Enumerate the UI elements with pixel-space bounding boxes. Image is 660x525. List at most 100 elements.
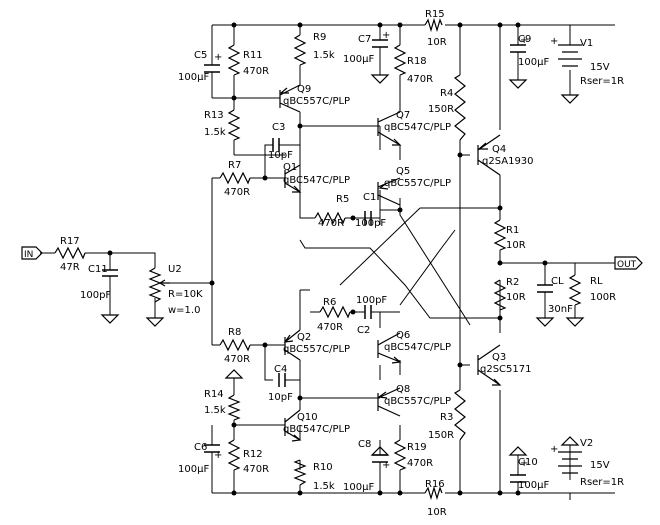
resistor-r17: [54, 246, 86, 260]
label-r12-ref: R12: [243, 449, 263, 460]
label-cl-value: 30nF: [548, 304, 573, 315]
ground-r14: [224, 369, 244, 379]
capacitor-c1: [364, 211, 372, 225]
transistor-q1: [284, 164, 302, 193]
transistor-q4: [477, 134, 501, 176]
ground-c8: [370, 446, 390, 456]
source-v1: [558, 44, 582, 67]
label-c10-ref: C10: [518, 457, 538, 468]
component-labels: R17 47R C11 100pF U2 R=10K w=1.0 R7 470R…: [60, 9, 624, 518]
capacitors: [102, 39, 553, 490]
label-r6-value: 470R: [317, 322, 343, 333]
transistor-q8: [377, 387, 401, 417]
transistor-q7: [377, 111, 402, 146]
label-r18-value: 470R: [407, 74, 433, 85]
ground-c9: [508, 79, 528, 89]
label-c11-value: 100pF: [80, 290, 111, 301]
capacitor-c7: [372, 39, 388, 48]
label-q6-ref: Q6: [396, 330, 410, 341]
input-port[interactable]: IN: [21, 246, 43, 260]
label-r4-value: 150R: [428, 104, 454, 115]
ground-v2: [560, 436, 580, 446]
transistors: [279, 84, 502, 442]
svg-text:OUT: OUT: [617, 260, 637, 270]
label-r3-ref: R3: [440, 412, 453, 423]
resistor-r8: [219, 338, 251, 352]
label-r10-value: 1.5k: [313, 481, 335, 492]
label-c1-ref: C1: [363, 192, 376, 203]
label-r10-ref: R10: [313, 462, 333, 473]
transistor-q10: [284, 409, 302, 442]
resistor-r19: [393, 439, 407, 471]
voltage-sources: [558, 44, 582, 474]
label-c2-ref: C2: [357, 325, 370, 336]
label-r9-value: 1.5k: [313, 50, 335, 61]
label-q4-value: q2SA1930: [482, 156, 534, 167]
resistor-r2: [493, 279, 507, 311]
label-r3-value: 150R: [428, 430, 454, 441]
label-r16-ref: R16: [425, 479, 445, 490]
resistor-r5: [314, 211, 346, 225]
label-q9-value: qBC557C/PLP: [283, 96, 350, 107]
label-q10-ref: Q10: [297, 412, 318, 423]
label-rl-value: 100R: [590, 292, 616, 303]
capacitor-c2: [364, 305, 372, 319]
source-v2: [558, 451, 582, 474]
label-q1-value: qBC547C/PLP: [283, 175, 350, 186]
label-r19-value: 470R: [407, 458, 433, 469]
label-r14-ref: R14: [204, 389, 224, 400]
label-c5-value: 100µF: [178, 72, 209, 83]
label-q9-ref: Q9: [297, 84, 311, 95]
label-q2-value: qBC557C/PLP: [283, 344, 350, 355]
resistor-r12: [227, 439, 241, 471]
label-c8-ref: C8: [358, 439, 371, 450]
label-c3-value: 10pF: [268, 150, 293, 161]
junctions: [107, 22, 548, 496]
label-r16-value: 10R: [427, 507, 447, 518]
resistor-r18: [393, 44, 407, 76]
label-q7-value: qBC547C/PLP: [384, 122, 451, 133]
label-q2-ref: Q2: [297, 332, 311, 343]
label-q6-value: qBC547C/PLP: [384, 342, 451, 353]
label-r4-ref: R4: [440, 88, 453, 99]
ground-u2: [145, 317, 165, 327]
label-r5-value: 470R: [318, 218, 344, 229]
label-c3-ref: C3: [272, 122, 285, 133]
label-q5-value: qBC557C/PLP: [384, 178, 451, 189]
label-v1-extra: Rser=1R: [580, 76, 624, 87]
label-r1-value: 10R: [506, 240, 526, 251]
ground-rl: [565, 317, 585, 327]
label-v2-extra: Rser=1R: [580, 477, 624, 488]
label-r9-ref: R9: [313, 32, 326, 43]
label-v1-value: 15V: [590, 62, 610, 73]
label-q8-ref: Q8: [396, 384, 410, 395]
label-v1-ref: V1: [580, 38, 593, 49]
label-c10-value: 100µF: [518, 480, 549, 491]
wires: [40, 24, 615, 500]
label-q10-value: qBC547C/PLP: [283, 424, 350, 435]
potentiometer-u2: [148, 267, 212, 303]
label-r13-ref: R13: [204, 110, 224, 121]
svg-text:+: +: [520, 458, 528, 469]
resistor-r9: [293, 34, 307, 66]
label-c8-value: 100µF: [343, 482, 374, 493]
transistor-q9: [279, 84, 301, 113]
label-u2-value: R=10K: [168, 289, 203, 300]
label-c4-ref: C4: [274, 364, 287, 375]
ground-c7: [370, 74, 390, 84]
ground-v1: [560, 94, 580, 104]
capacitor-c5: [204, 64, 220, 73]
svg-text:+: +: [214, 52, 222, 63]
resistor-r7: [219, 171, 251, 185]
output-port[interactable]: OUT: [614, 256, 643, 270]
label-r2-value: 10R: [506, 292, 526, 303]
label-r8-value: 470R: [224, 354, 250, 365]
ground-c10: [508, 446, 528, 456]
label-r15-ref: R15: [425, 9, 445, 20]
label-r17-value: 47R: [60, 262, 80, 273]
polarity-marks: + + + + + + + +: [214, 30, 558, 471]
resistor-r15: [424, 17, 443, 33]
label-c6-value: 100µF: [178, 464, 209, 475]
label-r14-value: 1.5k: [204, 405, 226, 416]
